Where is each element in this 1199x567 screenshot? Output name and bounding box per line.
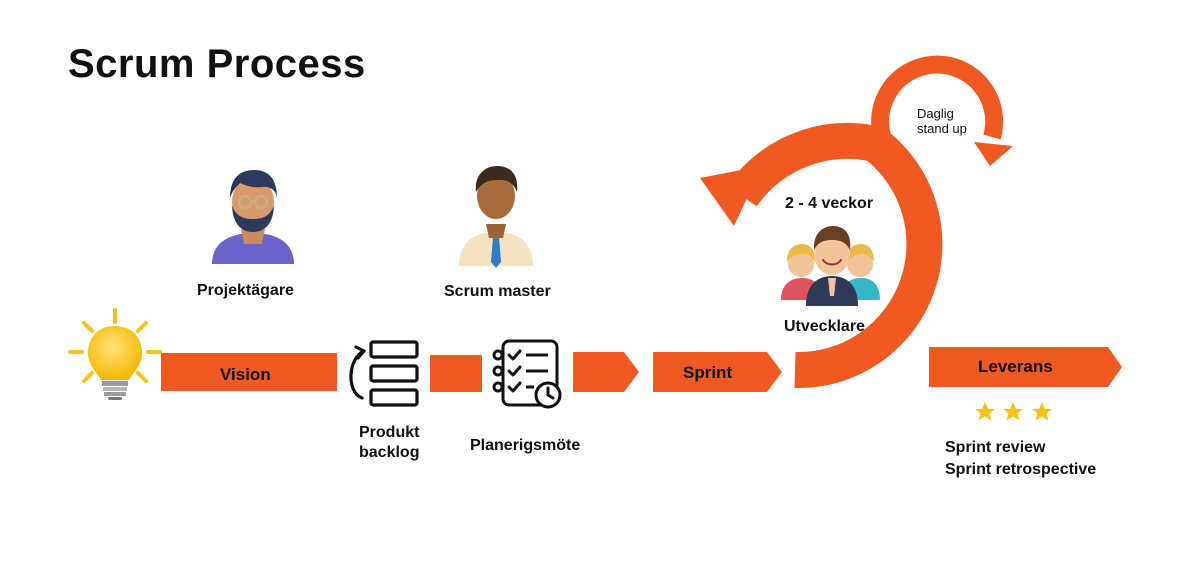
backlog-connector-bar bbox=[430, 355, 482, 392]
star-icon bbox=[1032, 402, 1052, 421]
person-beard-icon bbox=[212, 170, 294, 264]
sprint-label: Sprint bbox=[683, 363, 733, 382]
page-title: Scrum Process bbox=[68, 42, 366, 86]
star-icon bbox=[975, 402, 995, 421]
sprint-cycle-arrow bbox=[700, 122, 943, 389]
person-tie-icon bbox=[459, 166, 533, 268]
delivery-arrow bbox=[929, 347, 1122, 387]
scrum-master-label: Scrum master bbox=[444, 283, 551, 300]
daily-standup-arrow bbox=[871, 55, 1013, 176]
sprint-review-label: Sprint review bbox=[945, 439, 1046, 456]
sprint-retrospective-label: Sprint retrospective bbox=[945, 461, 1097, 478]
star-icon bbox=[1003, 402, 1023, 421]
sprint-arrow bbox=[653, 352, 782, 392]
daily-standup-line1: Daglig bbox=[917, 106, 954, 121]
backlog-label-line1: Produkt bbox=[359, 424, 420, 441]
product-owner-label: Projektägare bbox=[197, 282, 294, 299]
developers-label: Utvecklare bbox=[784, 318, 865, 335]
planning-label: Planerigsmöte bbox=[470, 437, 581, 454]
vision-bar bbox=[161, 353, 337, 391]
daily-standup-label: Daglig stand up bbox=[917, 106, 967, 136]
checklist-icon bbox=[492, 339, 562, 409]
lightbulb-icon bbox=[68, 308, 162, 400]
backlog-icon bbox=[349, 340, 419, 407]
delivery-label: Leverans bbox=[978, 357, 1053, 376]
outcomes-list: Sprint review Sprint retrospective bbox=[945, 437, 1096, 481]
team-icon bbox=[781, 226, 880, 306]
daily-standup-line2: stand up bbox=[917, 121, 967, 136]
sprint-duration-label: 2 - 4 veckor bbox=[785, 195, 874, 212]
rating-stars bbox=[975, 402, 1052, 421]
planning-arrow bbox=[573, 352, 639, 392]
backlog-label-line2: backlog bbox=[359, 444, 420, 461]
vision-label: Vision bbox=[220, 365, 271, 384]
backlog-label: Produkt backlog bbox=[359, 423, 419, 463]
